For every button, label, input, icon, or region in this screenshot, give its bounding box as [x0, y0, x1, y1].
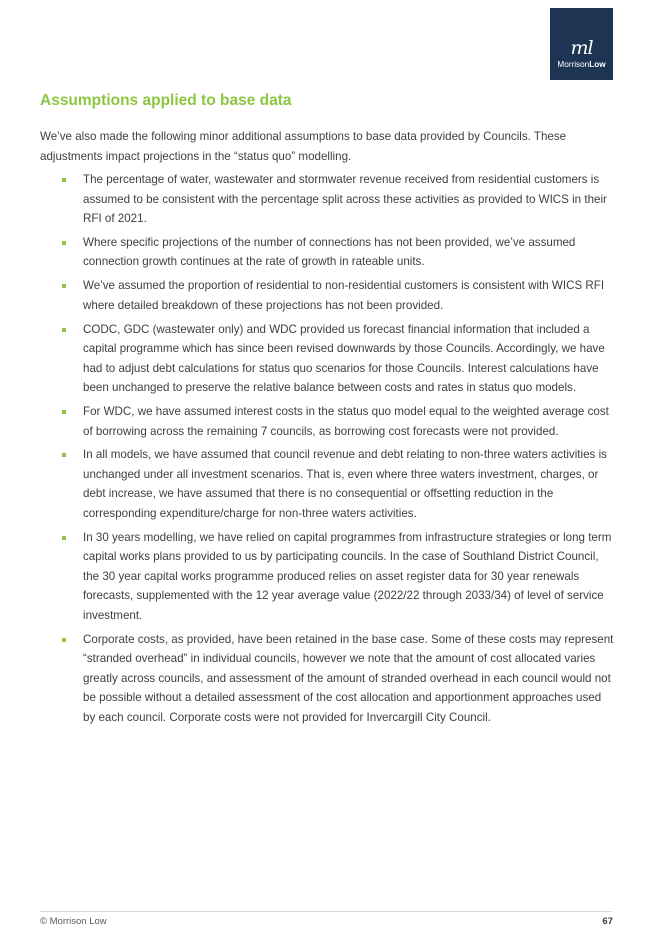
footer-divider: [40, 911, 612, 912]
footer-copyright: © Morrison Low: [40, 916, 107, 927]
section-heading: Assumptions applied to base data: [40, 92, 292, 109]
morrison-low-logo: ml MorrisonLow: [550, 8, 613, 80]
list-item: In all models, we have assumed that coun…: [40, 445, 615, 523]
logo-monogram: ml: [570, 37, 593, 59]
list-item: Corporate costs, as provided, have been …: [40, 630, 615, 728]
page-number: 67: [602, 916, 613, 927]
list-item: We’ve assumed the proportion of resident…: [40, 276, 615, 315]
list-item: For WDC, we have assumed interest costs …: [40, 402, 615, 441]
bullet-icon: [62, 453, 66, 458]
bullet-icon: [62, 637, 66, 642]
bullet-icon: [62, 535, 66, 540]
list-item: Where specific projections of the number…: [40, 233, 615, 272]
assumptions-list: The percentage of water, wastewater and …: [40, 170, 615, 732]
bullet-icon: [62, 178, 66, 182]
logo-wordmark: MorrisonLow: [557, 60, 606, 69]
list-item: The percentage of water, wastewater and …: [40, 170, 615, 229]
bullet-icon: [62, 240, 66, 245]
bullet-icon: [62, 284, 66, 289]
bullet-icon: [62, 410, 66, 415]
list-item: In 30 years modelling, we have relied on…: [40, 528, 615, 626]
intro-paragraph: We’ve also made the following minor addi…: [40, 130, 567, 163]
list-item: CODC, GDC (wastewater only) and WDC prov…: [40, 320, 615, 398]
bullet-icon: [62, 327, 66, 332]
